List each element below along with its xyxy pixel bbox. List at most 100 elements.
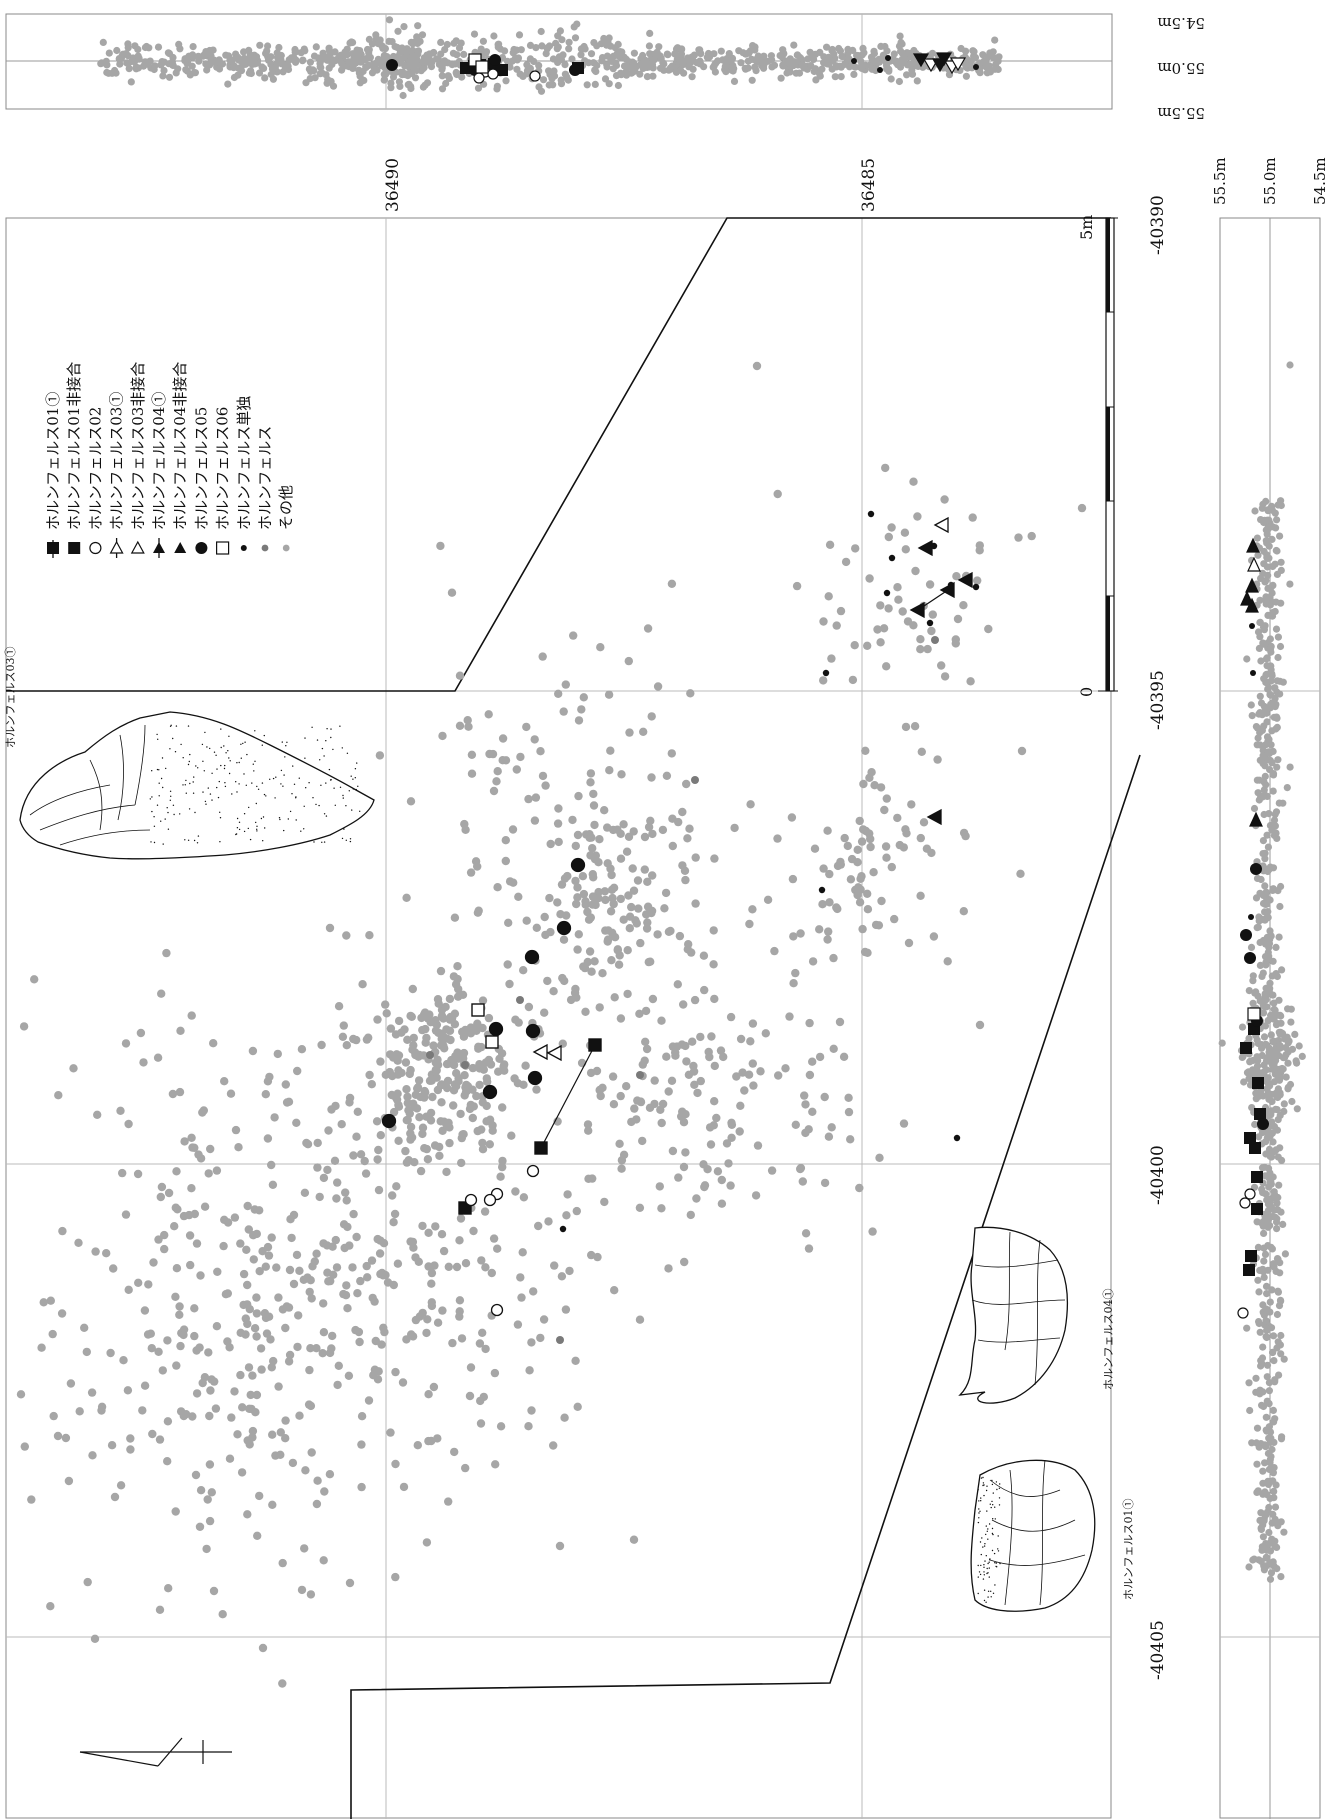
- gray-point: [172, 1167, 181, 1176]
- gray-point: [808, 1057, 817, 1066]
- gray-point: [405, 1109, 414, 1118]
- gray-point: [293, 1342, 302, 1352]
- profile-point: [627, 69, 636, 77]
- gray-point: [436, 966, 446, 976]
- gray-point: [587, 833, 596, 842]
- profile-point: [1253, 1218, 1261, 1226]
- profile-point: [1284, 1005, 1292, 1013]
- gray-point: [406, 1011, 415, 1021]
- gray-point: [357, 1412, 367, 1421]
- gray-point: [853, 845, 862, 854]
- profile-point: [742, 65, 750, 73]
- gray-point: [716, 1046, 726, 1055]
- gray-point: [601, 895, 610, 905]
- profile-point: [535, 61, 543, 70]
- gray-point: [532, 923, 541, 932]
- profile-point: [279, 68, 287, 76]
- gray-point: [414, 1076, 424, 1085]
- gray-point: [428, 1092, 437, 1102]
- gray-point: [256, 1344, 266, 1353]
- gray-point: [476, 1396, 485, 1406]
- gray-point: [904, 938, 914, 948]
- gray-point: [682, 779, 691, 789]
- profile-point: [991, 36, 999, 44]
- profile-point: [1283, 784, 1291, 792]
- gray-point: [910, 722, 920, 731]
- gray-point: [458, 1049, 467, 1059]
- gray-point: [480, 1207, 490, 1216]
- gray-point: [604, 690, 614, 699]
- gray-point: [459, 1032, 469, 1041]
- gray-point: [928, 610, 937, 619]
- profile-point: [1269, 1406, 1277, 1414]
- profile-triangle: [1247, 556, 1261, 572]
- gray-point: [430, 1141, 440, 1150]
- gray-point: [554, 689, 563, 698]
- gray-point: [83, 1577, 92, 1587]
- profile-point: [1276, 1341, 1284, 1349]
- gray-point: [577, 705, 586, 714]
- profile-point: [896, 32, 904, 40]
- profile-point: [355, 66, 363, 74]
- profile-square: [1254, 1108, 1266, 1120]
- profile-point: [395, 78, 403, 86]
- profile-point: [1275, 1371, 1283, 1379]
- gray-point: [579, 693, 588, 702]
- gray-point: [638, 1136, 647, 1146]
- profile-point: [307, 67, 315, 75]
- profile-point: [1257, 1557, 1265, 1565]
- gray-point: [808, 1107, 817, 1117]
- gray-point: [787, 813, 797, 822]
- profile-point: [730, 77, 739, 85]
- profile-point: [1276, 1074, 1284, 1082]
- gray-point: [927, 848, 936, 858]
- gray-point: [492, 777, 501, 786]
- profile-point: [1271, 560, 1279, 568]
- gray-point: [485, 1140, 494, 1149]
- profile-point: [1298, 1052, 1306, 1060]
- gray-point: [858, 924, 867, 934]
- gray-point: [541, 930, 550, 940]
- gray-point: [403, 1035, 412, 1045]
- gray-point: [176, 1341, 185, 1351]
- profile-point: [671, 50, 679, 58]
- profile-point: [1261, 1441, 1269, 1449]
- profile-point: [1247, 701, 1255, 709]
- profile-point: [1277, 1350, 1285, 1358]
- gray-point: [479, 1065, 488, 1074]
- gray-point: [825, 869, 834, 879]
- gray-point: [854, 883, 863, 892]
- excavation-boundary-lower: [350, 754, 1141, 1819]
- gray-point: [573, 893, 582, 902]
- profile-point: [1272, 1146, 1280, 1154]
- gray-point: [595, 1003, 604, 1012]
- gray-point: [348, 1263, 357, 1272]
- profile-point: [140, 62, 148, 70]
- gray-point: [549, 987, 558, 996]
- gray-point: [212, 1322, 222, 1331]
- profile-point: [1267, 1324, 1276, 1332]
- gray-point: [646, 816, 655, 825]
- gray-point: [522, 722, 531, 732]
- gray-point: [246, 1390, 255, 1400]
- gray-point: [713, 1167, 723, 1176]
- gray-point: [455, 1236, 464, 1245]
- gray-point: [444, 1497, 453, 1506]
- gray-point: [306, 1344, 315, 1353]
- gray-point: [344, 1371, 354, 1381]
- profile-point: [355, 49, 363, 57]
- gray-point: [66, 1379, 76, 1388]
- gray-point: [451, 1052, 460, 1061]
- gray-point: [437, 1080, 446, 1089]
- gray-point: [445, 994, 455, 1004]
- profile-point: [1280, 1107, 1288, 1115]
- gray-point: [353, 1289, 362, 1298]
- gray-point: [362, 1261, 371, 1271]
- profile-point: [423, 79, 432, 87]
- gray-point: [693, 1088, 702, 1098]
- gray-point: [386, 1428, 395, 1437]
- scale-bar-end-label: 5m: [1077, 215, 1096, 240]
- legend-label-9: ホルンフェルス06: [214, 407, 232, 530]
- profile-point: [1218, 1039, 1226, 1047]
- profile-point: [1255, 1288, 1263, 1296]
